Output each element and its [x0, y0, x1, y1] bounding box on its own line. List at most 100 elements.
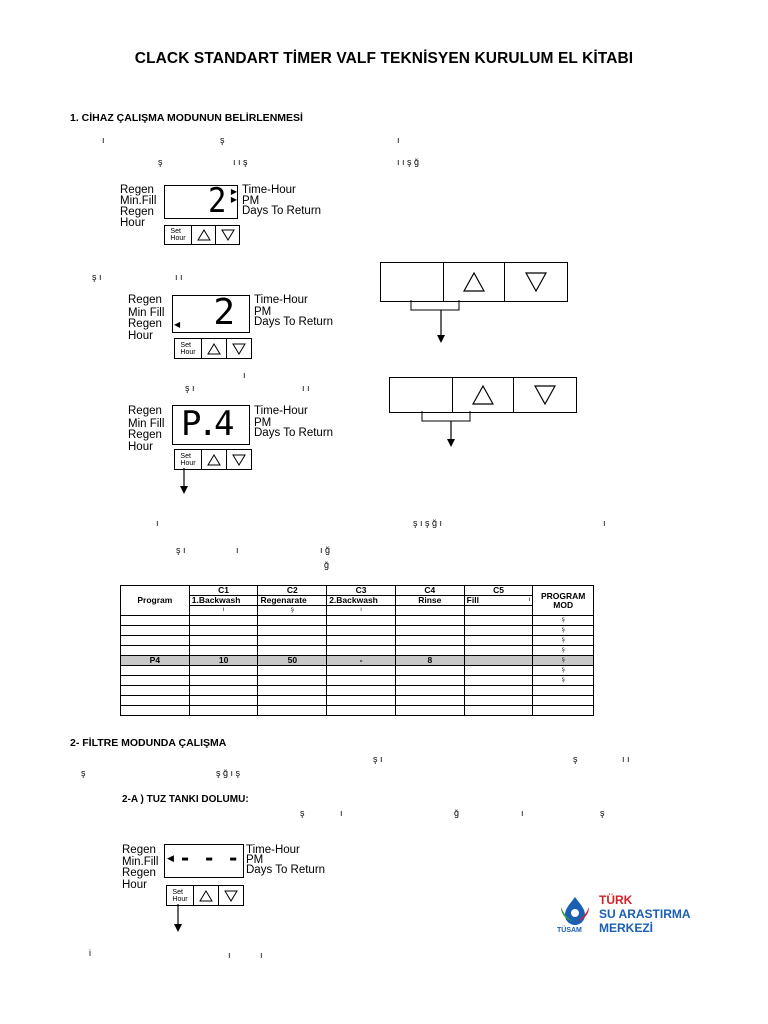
text-fragment: ş — [81, 768, 86, 778]
table-row: ş — [120, 625, 594, 636]
up-button[interactable] — [192, 226, 216, 244]
table-cell: ş — [532, 625, 594, 636]
logo-line1: TÜRK — [599, 893, 633, 907]
regen-label: Regen — [120, 184, 154, 196]
table-cell — [463, 615, 534, 626]
set-hour-button-large[interactable] — [390, 378, 453, 412]
set-label: Set — [172, 888, 183, 896]
regen-label: Regen — [128, 405, 162, 417]
down-button[interactable] — [219, 886, 243, 905]
regen-label: Regen — [128, 294, 162, 306]
table-row: ş — [120, 635, 594, 646]
sub-mark: ı — [528, 597, 531, 603]
table-cell: ş — [532, 645, 594, 656]
pm-label: PM — [246, 854, 264, 866]
lcd-panel-2: Regen Min Fill Regen Hour ◀ 2 Time-Hour … — [128, 293, 348, 359]
table-cell — [394, 645, 465, 656]
table-cell: 10 — [188, 655, 259, 666]
table-cell — [326, 685, 396, 696]
press-arrow-icon — [410, 300, 460, 343]
sub-mark: ı — [188, 605, 259, 616]
table-cell — [532, 685, 594, 696]
text-fragment: ı ğ — [320, 545, 331, 555]
set-label: Set — [180, 452, 191, 460]
down-button-large[interactable] — [505, 263, 567, 301]
table-cell — [188, 675, 259, 686]
table-cell: 8 — [394, 655, 465, 666]
text-fragment: ş — [300, 808, 305, 818]
up-button-large[interactable] — [444, 263, 505, 301]
text-fragment: ı — [603, 518, 606, 528]
down-button-large[interactable] — [514, 378, 576, 412]
hour-label: Hour — [128, 330, 153, 342]
table-row — [120, 705, 594, 716]
arrow-left-icon: ◀ — [174, 320, 181, 329]
document-title: CLACK STANDART TİMER VALF TEKNİSYEN KURU… — [134, 50, 634, 67]
table-cell — [394, 665, 465, 676]
table-cell — [257, 615, 328, 626]
text-fragment: i — [89, 948, 91, 958]
table-cell — [120, 665, 190, 676]
table-header-cell: Regenarate — [257, 595, 328, 606]
subsection-heading: 2-A ) TUZ TANKI DOLUMU: — [122, 794, 249, 805]
regen-label-2: Regen — [128, 318, 162, 330]
table-cell — [394, 705, 465, 716]
regen-label-2: Regen — [122, 867, 156, 879]
hour-small-label: Hour — [170, 235, 186, 242]
table-cell — [326, 675, 396, 686]
text-fragment: ş ı — [373, 754, 383, 764]
days-to-return-label: Days To Return — [246, 864, 326, 876]
table-cell — [394, 615, 465, 626]
text-fragment: ı — [156, 518, 159, 528]
triangle-down-icon — [232, 454, 246, 466]
text-fragment: ş ı — [92, 272, 102, 282]
text-fragment: ş — [220, 135, 225, 145]
table-cell — [463, 675, 534, 686]
table-row: ş — [120, 665, 594, 676]
text-fragment: ş ı ş ğ ı — [413, 518, 443, 528]
triangle-down-icon — [232, 343, 246, 355]
up-button[interactable] — [202, 450, 227, 469]
triangle-up-icon — [472, 385, 494, 405]
table-cell — [120, 645, 190, 656]
table-cell — [257, 675, 328, 686]
min-fill-label: Min.Fill — [120, 195, 157, 207]
down-button[interactable] — [227, 450, 251, 469]
time-hour-label: Time-Hour — [254, 405, 308, 417]
up-button[interactable] — [202, 339, 227, 358]
table-cell — [257, 625, 328, 636]
table-row: ş — [120, 675, 594, 686]
time-hour-label: Time-Hour — [242, 184, 296, 196]
table-header-cell: C5 — [463, 585, 534, 596]
table-header-cell: Program — [120, 585, 190, 616]
set-hour-button-large[interactable] — [381, 263, 444, 301]
table-header-row: 1.Backwash Regenarate 2.Backwash Rinse F… — [121, 595, 594, 606]
table-cell — [463, 655, 534, 666]
table-cell — [463, 705, 534, 716]
lcd-digit: 2 — [213, 292, 235, 333]
lcd-program-code: P.4 — [181, 404, 234, 444]
text-fragment: ı — [340, 808, 343, 818]
table-cell — [120, 695, 190, 706]
set-label: Set — [170, 228, 181, 235]
down-button[interactable] — [227, 339, 251, 358]
down-button[interactable] — [216, 226, 239, 244]
days-to-return-label: Days To Return — [254, 316, 334, 328]
section2-heading: 2- FİLTRE MODUNDA ÇALIŞMA — [70, 737, 227, 749]
sub-mark: ş — [257, 605, 328, 616]
table-cell: ş — [532, 635, 594, 646]
set-label: Set — [180, 341, 191, 349]
up-button[interactable] — [194, 886, 219, 905]
table-cell — [326, 695, 396, 706]
table-cell — [463, 605, 534, 616]
up-button-large[interactable] — [453, 378, 514, 412]
regen-label: Regen — [122, 844, 156, 856]
table-cell — [188, 635, 259, 646]
text-fragment: ı — [102, 135, 105, 145]
